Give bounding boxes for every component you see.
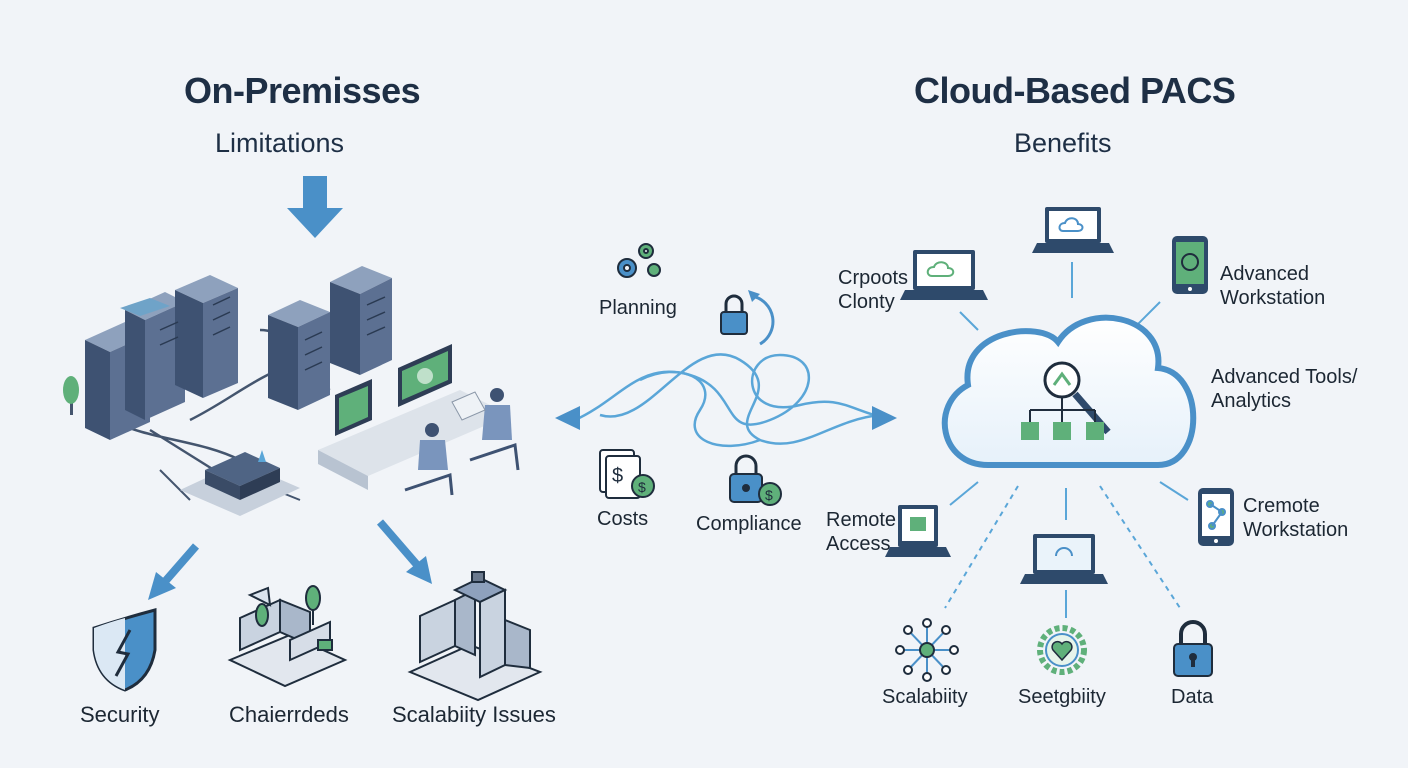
node-label-advanced-workstation: Advanced Workstation bbox=[1220, 263, 1326, 309]
analytics-icon bbox=[1021, 361, 1111, 440]
svg-text:$: $ bbox=[612, 465, 623, 487]
tablet-icon bbox=[1172, 236, 1208, 294]
shield-icon bbox=[92, 608, 157, 692]
network-icon bbox=[895, 618, 959, 682]
node-label-top-left: Crpoots Clonty bbox=[838, 267, 909, 313]
left-subtitle: Limitations bbox=[215, 128, 345, 158]
bidirectional-arrow-icon bbox=[555, 406, 897, 430]
costs-label: Costs bbox=[597, 508, 649, 530]
svg-text:$: $ bbox=[638, 479, 646, 495]
node-label-remote-access: Remote Access bbox=[826, 509, 897, 555]
dollar-docs-icon: $ $ bbox=[599, 449, 655, 499]
security-node-label: Seetgbiity bbox=[1018, 686, 1106, 708]
diagonal-arrow-icon bbox=[376, 519, 432, 584]
compliance-label: Compliance bbox=[696, 513, 802, 535]
cycle-lock-icon bbox=[720, 290, 775, 346]
gears-icon bbox=[617, 243, 661, 278]
right-title: Cloud-Based PACS bbox=[914, 70, 1236, 111]
data-label: Data bbox=[1171, 686, 1214, 708]
padlock-icon bbox=[1173, 620, 1213, 677]
intertwined-paths-icon bbox=[574, 353, 886, 448]
security-label: Security bbox=[80, 702, 160, 727]
planning-label: Planning bbox=[599, 297, 677, 319]
diagonal-arrow-icon bbox=[148, 543, 200, 600]
scalability-label: Scalabiity bbox=[882, 686, 968, 708]
laptop-icon bbox=[900, 250, 988, 300]
right-subtitle: Benefits bbox=[1014, 128, 1112, 158]
office-tower-icon bbox=[407, 571, 543, 702]
tablet-icon bbox=[1198, 488, 1234, 546]
challenges-label: Chaierrdeds bbox=[229, 702, 349, 727]
left-title: On-Premisses bbox=[184, 70, 421, 111]
connector-lines bbox=[944, 262, 1189, 618]
laptop-icon bbox=[885, 505, 951, 557]
scalability-issues-label: Scalabiity Issues bbox=[392, 702, 556, 727]
lock-dollar-icon: $ bbox=[729, 454, 782, 506]
down-arrow-icon bbox=[287, 176, 343, 238]
node-label-analytics: Advanced Tools/ Analytics bbox=[1211, 366, 1358, 412]
heart-gear-icon bbox=[1037, 625, 1087, 675]
laptop-icon bbox=[1032, 207, 1114, 253]
laptop-icon bbox=[1020, 534, 1108, 584]
svg-text:$: $ bbox=[765, 487, 773, 503]
node-label-remote-workstation: Cremote Workstation bbox=[1243, 495, 1349, 541]
building-icon bbox=[227, 585, 348, 688]
server-cluster-illustration bbox=[63, 266, 520, 516]
